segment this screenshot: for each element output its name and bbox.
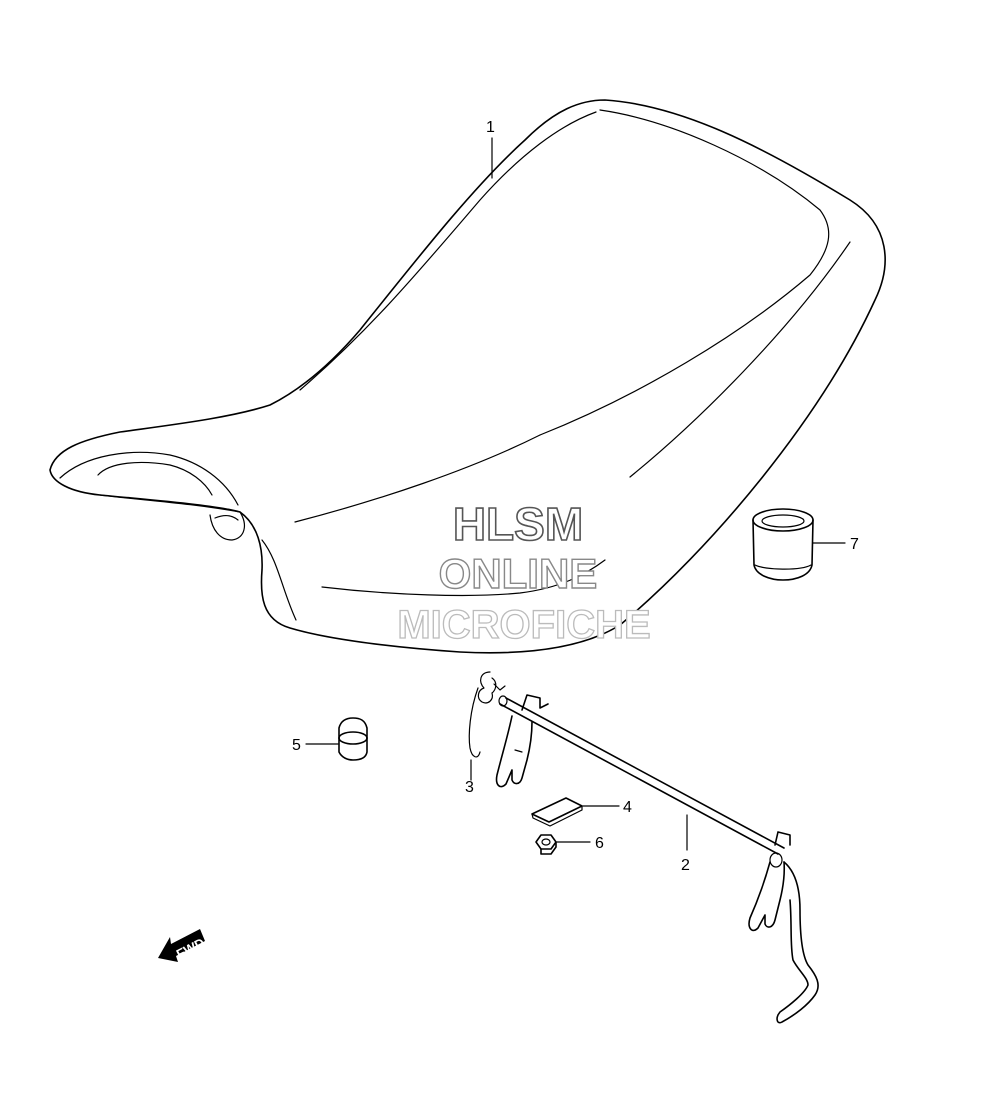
nut-part[interactable]: 6 bbox=[535, 834, 604, 855]
lock-rod-callout: 2 bbox=[681, 857, 690, 874]
plate-part[interactable]: 4 bbox=[531, 797, 632, 827]
watermark: HLSM ONLINE MICROFICHE bbox=[397, 497, 652, 647]
nut-callout: 6 bbox=[595, 835, 604, 852]
spring-callout: 3 bbox=[465, 779, 474, 796]
cushion-large-callout: 7 bbox=[850, 536, 859, 553]
plate-callout: 4 bbox=[623, 799, 632, 816]
fwd-label: FWD bbox=[174, 935, 207, 962]
watermark-line1: HLSM bbox=[453, 498, 583, 550]
watermark-line3: MICROFICHE bbox=[397, 603, 650, 647]
spring-part[interactable]: 3 bbox=[465, 671, 506, 796]
cushion-small-callout: 5 bbox=[292, 737, 301, 754]
seat-part[interactable]: 1 bbox=[49, 99, 886, 654]
cushion-small-part[interactable]: 5 bbox=[292, 717, 368, 761]
fwd-arrow-icon: FWD bbox=[158, 929, 207, 962]
cushion-large-part[interactable]: 7 bbox=[752, 508, 859, 581]
watermark-line2: ONLINE bbox=[439, 550, 598, 597]
seat-callout: 1 bbox=[486, 119, 495, 136]
lock-rod-part[interactable]: 2 bbox=[495, 694, 819, 1024]
